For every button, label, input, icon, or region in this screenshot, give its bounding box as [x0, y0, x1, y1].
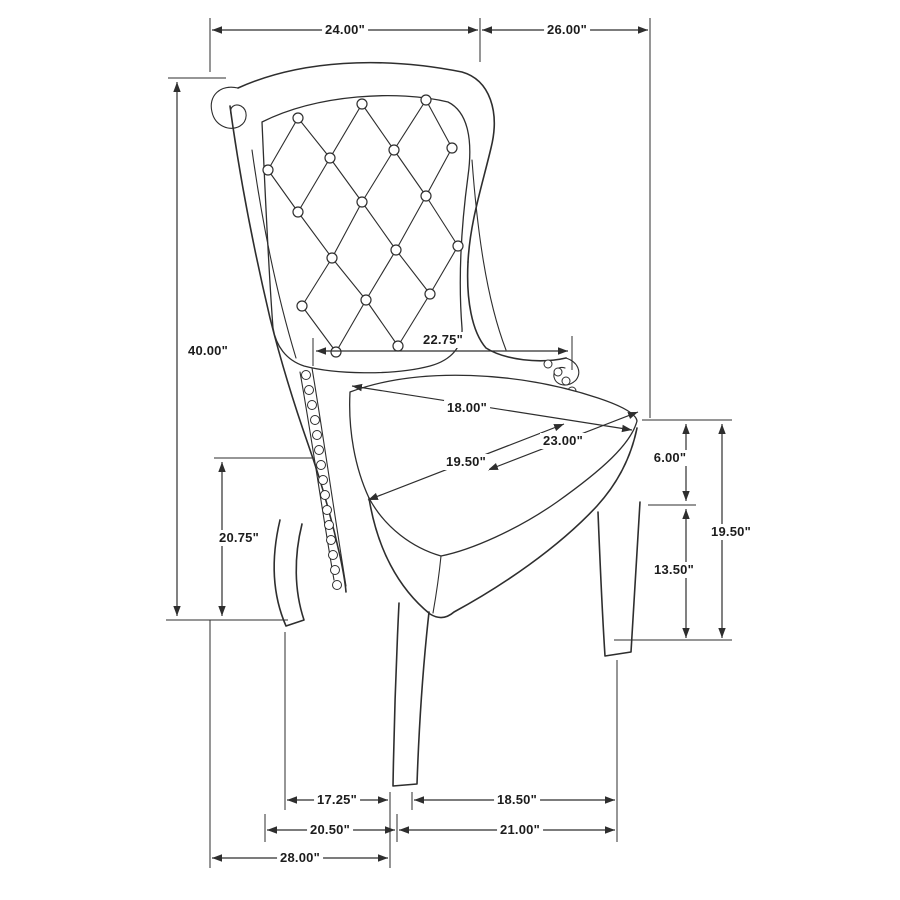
- tuft-lattice: [267, 99, 459, 353]
- dim-label-seat-depth: 18.00": [444, 400, 490, 416]
- seat-skirt: [368, 427, 638, 619]
- back-crest-outline: [237, 61, 495, 263]
- dim-label-cushion-thickness: 6.00": [650, 450, 690, 466]
- right-wing-outline: [466, 261, 567, 362]
- dim-label-arm-height: 20.75": [216, 530, 262, 546]
- back-left-leg: [273, 519, 305, 627]
- legs: [273, 501, 641, 787]
- dim-label-side-leg-stance: 18.50": [494, 792, 540, 808]
- seat-top: [349, 374, 638, 557]
- dim-label-back-width-at-seat: 22.75": [420, 332, 466, 348]
- dim-label-overall-height: 40.00": [185, 343, 231, 359]
- chair-drawing: [210, 61, 641, 787]
- front-leg: [392, 602, 430, 787]
- dim-label-seat-diagonal: 23.00": [540, 433, 586, 449]
- dimension-extension-lines: [166, 18, 732, 868]
- dim-label-top-depth: 26.00": [544, 22, 590, 38]
- right-wing-seam: [471, 159, 507, 351]
- right-leg: [597, 501, 641, 657]
- dim-label-front-base-width: 20.50": [307, 822, 353, 838]
- dim-label-leg-height: 13.50": [651, 562, 697, 578]
- left-wing-seam: [251, 149, 297, 359]
- seat: [349, 374, 638, 619]
- dim-label-seat-width: 19.50": [443, 454, 489, 470]
- seat-front-seam: [432, 555, 442, 614]
- tuft-lattice-lines: [267, 99, 459, 353]
- left-scroll-curl: [210, 86, 247, 129]
- dim-label-overall-base-depth: 28.00": [277, 850, 323, 866]
- dim-label-front-leg-stance: 17.25": [314, 792, 360, 808]
- dim-label-side-base-depth: 21.00": [497, 822, 543, 838]
- dim-label-seat-height: 19.50": [708, 524, 754, 540]
- nailhead-trim: [301, 359, 577, 590]
- arm-inner-seam: [311, 367, 347, 587]
- dim-label-top-back-width: 24.00": [322, 22, 368, 38]
- back-left-edge: [229, 105, 347, 593]
